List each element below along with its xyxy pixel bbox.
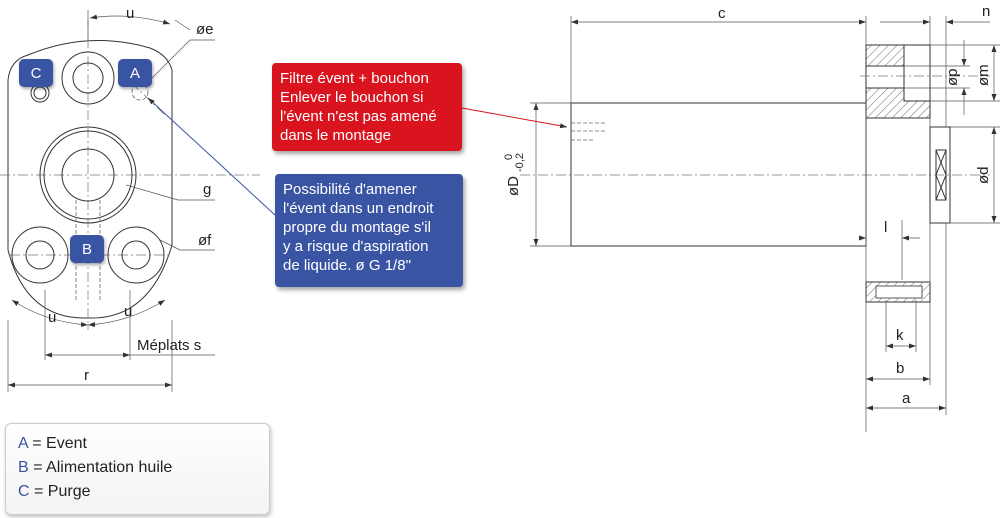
legend-text: = Event bbox=[32, 435, 87, 452]
legend-text: = Purge bbox=[34, 483, 91, 500]
callout-blue-line: y a risque d'aspiration bbox=[283, 238, 429, 255]
vent-filter-callout: Filtre évent + bouchon Enlever le boucho… bbox=[272, 63, 462, 151]
dim-g: g bbox=[203, 181, 211, 198]
output-shaft bbox=[929, 126, 951, 224]
motor-body bbox=[570, 102, 867, 247]
red-callout-pointer bbox=[461, 107, 568, 129]
dim-u-left: u bbox=[48, 309, 56, 326]
dim-om: øm bbox=[975, 64, 992, 86]
dim-op: øp bbox=[944, 68, 961, 86]
legend-row-a: A = Event bbox=[18, 432, 257, 456]
dim-b: b bbox=[896, 360, 904, 377]
callout-blue-line: de liquide. ø G 1/8" bbox=[283, 257, 411, 274]
legend-box: A = Event B = Alimentation huile C = Pur… bbox=[5, 423, 270, 515]
dim-c: c bbox=[718, 5, 726, 22]
dim-n: n bbox=[982, 3, 990, 20]
dim-u-top: u bbox=[126, 5, 134, 22]
dim-tol-lower: -0,2 bbox=[514, 153, 526, 172]
vent-option-callout: Possibilité d'amener l'évent dans un end… bbox=[275, 174, 463, 287]
front-view bbox=[0, 10, 260, 392]
port-bottom-right bbox=[107, 226, 165, 284]
dim-r: r bbox=[84, 367, 89, 384]
legend-key: C bbox=[18, 483, 30, 500]
port-top bbox=[61, 51, 115, 105]
side-view bbox=[520, 16, 1000, 432]
legend-key: A bbox=[18, 435, 28, 452]
dim-a: a bbox=[902, 390, 911, 407]
dim-of: øf bbox=[198, 232, 212, 249]
dim-meplats: Méplats s bbox=[137, 337, 201, 354]
legend-row-c: C = Purge bbox=[18, 480, 257, 504]
shaft-inner-circle bbox=[61, 148, 115, 202]
dim-od: ød bbox=[975, 166, 992, 184]
legend-text: = Alimentation huile bbox=[33, 459, 173, 476]
shaft-outer-circle bbox=[39, 126, 137, 224]
tag-b: B bbox=[70, 235, 104, 263]
callout-red-line: Enlever le bouchon si bbox=[280, 89, 424, 106]
tag-c: C bbox=[19, 59, 53, 87]
callout-blue-line: l'évent dans un endroit bbox=[283, 200, 434, 217]
dim-k: k bbox=[896, 327, 904, 344]
callout-blue-line: Possibilité d'amener bbox=[283, 181, 417, 198]
callout-red-line: dans le montage bbox=[280, 127, 391, 144]
dim-oe: øe bbox=[196, 21, 214, 38]
dim-u-right: u bbox=[124, 303, 132, 320]
callout-red-line: Filtre évent + bouchon bbox=[280, 70, 429, 87]
callout-blue-line: propre du montage s'il bbox=[283, 219, 431, 236]
callout-red-line: l'évent n'est pas amené bbox=[280, 108, 437, 125]
tag-a: A bbox=[118, 59, 152, 87]
legend-row-b: B = Alimentation huile bbox=[18, 456, 257, 480]
legend-key: B bbox=[18, 459, 29, 476]
dim-tol-upper: 0 bbox=[503, 154, 515, 160]
blue-callout-pointer bbox=[147, 97, 276, 216]
dim-l: l bbox=[884, 219, 887, 236]
port-bottom-left bbox=[11, 226, 69, 284]
dim-od-big: øD bbox=[505, 176, 522, 196]
